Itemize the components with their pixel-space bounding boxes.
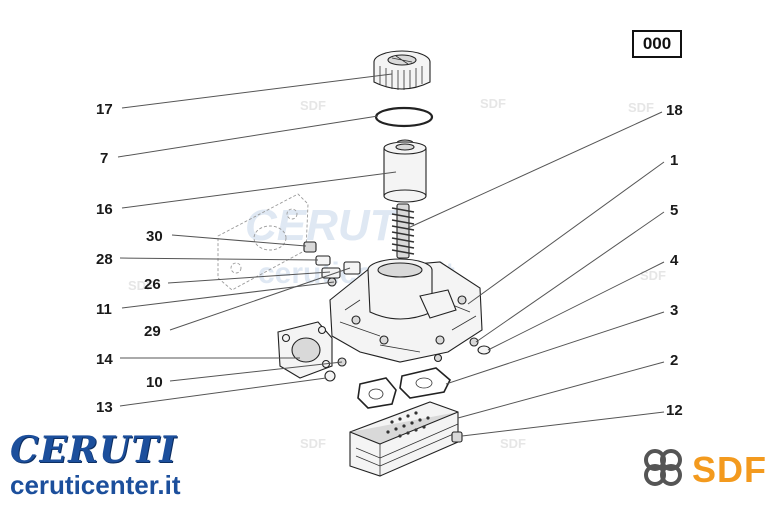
ceruti-website: ceruticenter.it bbox=[10, 470, 181, 500]
small-fittings bbox=[303, 241, 361, 287]
callout-2: 2 bbox=[670, 352, 678, 369]
callout-18: 18 bbox=[666, 102, 683, 119]
callout-14: 14 bbox=[96, 351, 113, 368]
watermark-tag: SDF bbox=[300, 98, 326, 113]
part-17-filter-cap bbox=[373, 50, 431, 90]
diagram-code-box: 000 bbox=[632, 30, 682, 58]
sdf-logo: SDF bbox=[692, 448, 767, 490]
callout-4: 4 bbox=[670, 252, 679, 269]
callout-16: 16 bbox=[96, 201, 113, 218]
part-2-oil-cooler bbox=[349, 401, 459, 477]
callout-3: 3 bbox=[670, 302, 678, 319]
part-14-flange-cover bbox=[277, 321, 333, 379]
callout-30: 30 bbox=[146, 228, 163, 245]
part-1-filter-housing bbox=[329, 258, 483, 363]
callout-29: 29 bbox=[144, 323, 161, 340]
callout-11: 11 bbox=[96, 301, 112, 318]
small-plugs bbox=[324, 353, 443, 382]
watermark-tag: SDF bbox=[480, 96, 506, 111]
part-16-filter-element bbox=[383, 139, 427, 203]
sdf-swirl-icon bbox=[640, 444, 686, 495]
part-18-spring bbox=[391, 203, 415, 259]
callout-5: 5 bbox=[670, 202, 678, 219]
callout-13: 13 bbox=[96, 399, 113, 416]
watermark-tag: SDF bbox=[628, 100, 654, 115]
callout-28: 28 bbox=[96, 251, 113, 268]
cooler-holes bbox=[386, 411, 430, 438]
callout-12: 12 bbox=[666, 402, 683, 419]
sdf-branding: SDF bbox=[640, 444, 767, 495]
part-12-fitting bbox=[451, 431, 463, 443]
callout-10: 10 bbox=[146, 374, 163, 391]
watermark-tag: SDF bbox=[128, 278, 154, 293]
parts-5-4-plug-washer bbox=[469, 337, 491, 355]
callout-1: 1 bbox=[670, 152, 678, 169]
leader-lines bbox=[117, 73, 665, 437]
ceruti-branding: CERUTI ceruticenter.it bbox=[10, 432, 181, 500]
callout-17: 17 bbox=[96, 101, 113, 118]
callout-7: 7 bbox=[100, 150, 108, 167]
part-7-o-ring bbox=[374, 106, 434, 128]
watermark-brand: CERUTI bbox=[245, 201, 410, 250]
callouts: 17 7 16 30 28 26 11 29 14 10 13 18 1 5 4… bbox=[96, 101, 683, 419]
ceruti-logo: CERUTI bbox=[10, 429, 178, 471]
watermark-tag: SDF bbox=[300, 436, 326, 451]
callout-26: 26 bbox=[144, 276, 161, 293]
part-3-gaskets bbox=[357, 367, 451, 409]
watermark-tag: SDF bbox=[640, 268, 666, 283]
watermark-tag: SDF bbox=[500, 436, 526, 451]
